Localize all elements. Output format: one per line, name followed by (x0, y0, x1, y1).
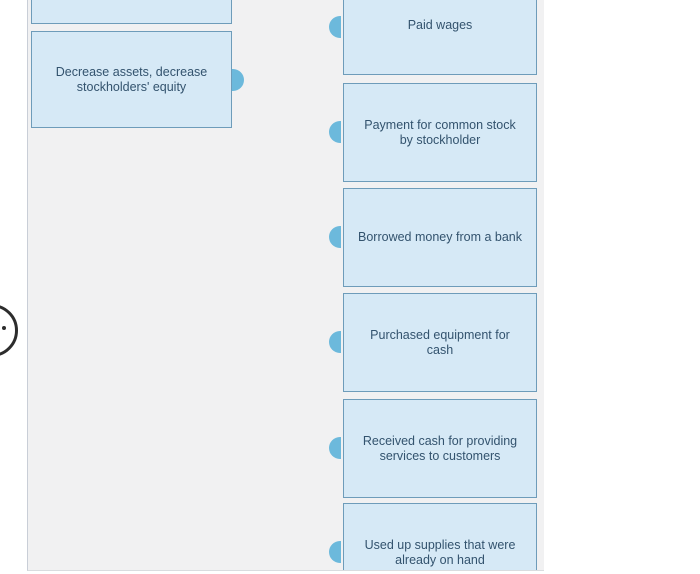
transaction-box-borrowed-money[interactable]: Borrowed money from a bank (343, 188, 537, 287)
partial-circle-icon[interactable] (0, 304, 18, 357)
description-label: Decrease assets, decrease stockholders' … (55, 64, 208, 94)
matching-panel: Decrease assets, decrease stockholders' … (27, 0, 544, 571)
transaction-label: Purchased equipment for cash (370, 327, 510, 357)
transaction-label: Used up supplies that were already on ha… (364, 537, 516, 567)
connector-nub-left[interactable] (329, 331, 341, 353)
connector-nub-left[interactable] (329, 121, 341, 143)
connector-nub-left[interactable] (329, 226, 341, 248)
connector-nub-left[interactable] (329, 16, 341, 38)
transaction-label: Borrowed money from a bank (358, 230, 522, 244)
connector-nub-left[interactable] (329, 541, 341, 563)
transaction-box-received-cash[interactable]: Received cash for providing services to … (343, 399, 537, 498)
connector-nub-right[interactable] (232, 69, 244, 91)
description-box-partial[interactable] (31, 0, 232, 24)
transaction-box-common-stock[interactable]: Payment for common stock by stockholder (343, 83, 537, 182)
transaction-box-purchased-equipment[interactable]: Purchased equipment for cash (343, 293, 537, 392)
transaction-box-paid-wages[interactable]: Paid wages (343, 0, 537, 75)
transaction-box-used-supplies[interactable]: Used up supplies that were already on ha… (343, 503, 537, 570)
connector-nub-left[interactable] (329, 437, 341, 459)
transaction-label: Payment for common stock by stockholder (364, 117, 516, 147)
transaction-label: Paid wages (407, 18, 473, 32)
description-box-decrease-assets[interactable]: Decrease assets, decrease stockholders' … (31, 31, 232, 128)
circle-dot (2, 326, 6, 330)
transaction-label: Received cash for providing services to … (362, 433, 518, 463)
